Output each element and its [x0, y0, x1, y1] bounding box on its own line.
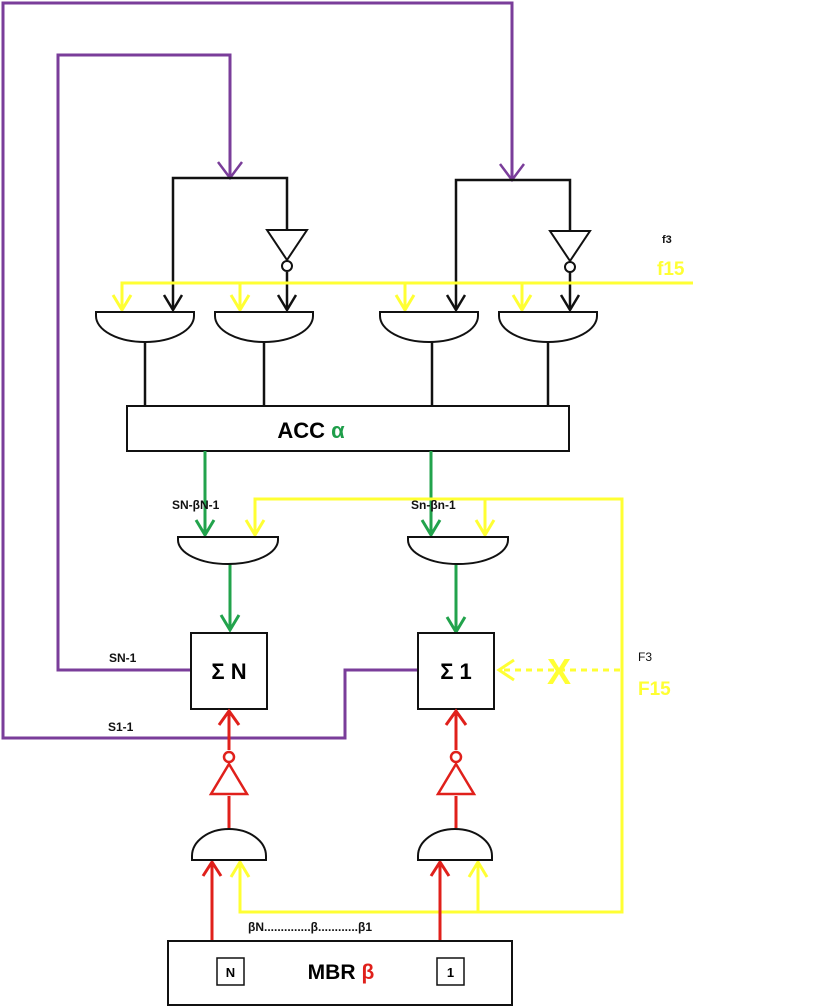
- mbr-cell-n-label: N: [226, 965, 235, 980]
- acc-alpha-symbol: α: [331, 418, 345, 443]
- gate-to-acc-wires: [143, 342, 550, 406]
- mbr-path: [201, 708, 468, 940]
- sn-beta-n1-label: SN-βN-1: [172, 498, 220, 512]
- mbr-cell-1: [436, 957, 465, 986]
- and-gate-top-4: [498, 311, 598, 343]
- and-gate-bottom-n: [191, 828, 267, 861]
- feedback-wire-s1: [1, 1, 514, 740]
- acc-to-adder-wires: [194, 451, 467, 635]
- and-gates-bottom: [191, 828, 493, 861]
- acc-label: ACC: [277, 418, 325, 443]
- mbr-label: MBR: [308, 961, 356, 984]
- and-gate-mid-n: [177, 536, 279, 565]
- and-gate-top-3: [379, 311, 479, 343]
- f15-top-label: f15: [657, 259, 685, 280]
- adder-sigma-n-label: Σ N: [211, 659, 246, 684]
- feedback-wire-sn: [56, 53, 232, 672]
- inverter-top-right: [548, 230, 592, 273]
- mbr-register: N 1 MBR β: [167, 940, 513, 1006]
- blocked-x-mark: X: [547, 651, 571, 692]
- mbr-cell-1-label: 1: [447, 965, 454, 980]
- adder-sigma-1: Σ 1: [417, 632, 495, 710]
- inverter-mbr-n: [208, 750, 250, 796]
- blocked-f15-input: X: [496, 651, 620, 692]
- and-gate-top-1: [95, 311, 195, 343]
- f3-right-label: F3: [638, 650, 652, 664]
- sn-minus-1-label: SN-1: [109, 651, 137, 665]
- sn-beta-n1-lower-label: Sn-βn-1: [411, 498, 456, 512]
- mbr-cell-n: [216, 957, 245, 986]
- and-gate-mid-1: [407, 536, 509, 565]
- beta-range-label: βN..............β............β1: [248, 920, 372, 934]
- f3-top-label: f3: [662, 234, 672, 246]
- feedback-wires: [1, 1, 525, 740]
- inverter-mbr-1: [435, 750, 477, 796]
- and-gate-top-2: [214, 311, 314, 343]
- inverter-top-left: [265, 229, 309, 272]
- control-line-f15-lower: [229, 497, 624, 914]
- mbr-beta-symbol: β: [362, 961, 375, 984]
- and-gate-bottom-1: [417, 828, 493, 861]
- input-distribution: [162, 176, 581, 313]
- f15-right-label: F15: [638, 679, 671, 700]
- control-line-f15-top: [111, 281, 693, 313]
- s1-minus-1-label: S1-1: [108, 720, 134, 734]
- and-gates-middle: [177, 536, 509, 565]
- adder-sigma-1-label: Σ 1: [440, 659, 472, 684]
- adder-sigma-n: Σ N: [190, 632, 268, 710]
- and-gates-top: [95, 311, 598, 343]
